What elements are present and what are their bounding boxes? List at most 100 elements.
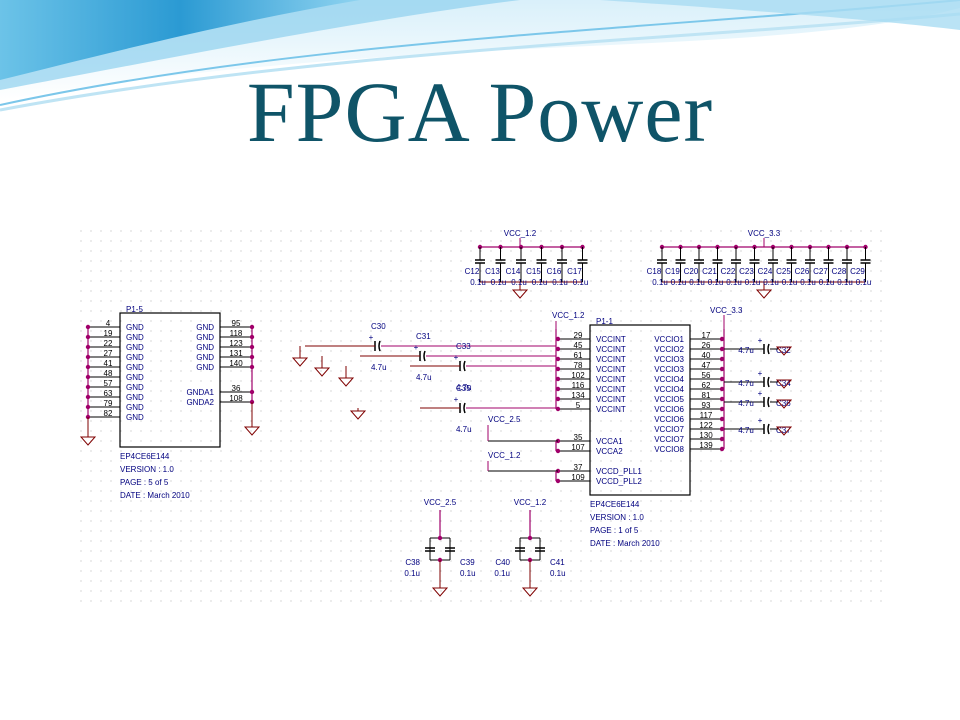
pin-number: 93 <box>702 401 711 410</box>
pin-number: 22 <box>104 339 113 348</box>
junction-dot <box>555 346 561 352</box>
pin-number: 109 <box>571 473 585 482</box>
pin-number: 130 <box>699 431 713 440</box>
cap-value: 0.1u <box>552 278 568 287</box>
cap-C33-plate <box>463 360 466 372</box>
cap-ref: C12 <box>465 267 480 276</box>
ic-body-p1-1 <box>589 324 691 496</box>
pin-number: 123 <box>229 339 243 348</box>
pin-name: VCCIO4 <box>654 385 684 394</box>
pin-name: GNDA1 <box>186 388 214 397</box>
pin-name: VCCD_PLL2 <box>596 477 642 486</box>
net-label-vcc12: VCC_1.2 <box>504 229 537 238</box>
cap-value: 0.1u <box>763 278 779 287</box>
cap-C34-plate <box>767 376 770 388</box>
cap-value: 0.1u <box>708 278 724 287</box>
cap-ref: C30 <box>371 322 386 331</box>
pin-name: VCCIO3 <box>654 365 684 374</box>
pin-number: 81 <box>702 391 711 400</box>
ground-symbol <box>79 436 97 446</box>
polarity-mark: + <box>758 416 763 425</box>
pin-name: VCCINT <box>596 405 626 414</box>
cap-value: 0.1u <box>532 278 548 287</box>
pin-name: VCCIO4 <box>654 375 684 384</box>
polarity-mark: + <box>454 395 459 404</box>
cap-ref: C32 <box>776 346 791 355</box>
cap-ref: C22 <box>721 267 736 276</box>
pin-number: 118 <box>230 329 243 338</box>
junction-dot <box>555 396 561 402</box>
cap-value: 4.7u <box>456 383 472 392</box>
pin-name: VCCIO2 <box>654 345 684 354</box>
ground-symbol <box>511 289 529 299</box>
cap-value: 0.1u <box>494 569 510 578</box>
cap-value: 0.1u <box>573 278 589 287</box>
pin-name: VCCA2 <box>596 447 623 456</box>
cap-C37-plate <box>767 423 770 435</box>
pin-number: 17 <box>702 331 711 340</box>
pin-number: 56 <box>702 371 711 380</box>
pin-number: 40 <box>702 351 711 360</box>
cap-value: 0.1u <box>550 569 566 578</box>
pin-name: GND <box>126 383 144 392</box>
pin-name: GND <box>126 363 144 372</box>
cap-ref: C16 <box>547 267 562 276</box>
pin-number: 35 <box>574 433 583 442</box>
junction-dot <box>555 478 561 484</box>
junction-dot <box>555 386 561 392</box>
pin-number: 134 <box>571 391 585 400</box>
junction-dot <box>555 356 561 362</box>
cap-value: 0.1u <box>470 278 486 287</box>
cap-value: 4.7u <box>416 373 432 382</box>
cap-ref: C21 <box>702 267 717 276</box>
cap-value: 0.1u <box>782 278 798 287</box>
pin-number: 78 <box>574 361 583 370</box>
pin-name: VCCA1 <box>596 437 623 446</box>
cap-ref: C17 <box>567 267 582 276</box>
pin-name: GND <box>126 413 144 422</box>
part-info: EP4CE6E144 <box>120 452 170 461</box>
pin-number: 57 <box>104 379 113 388</box>
polarity-mark: + <box>758 336 763 345</box>
cap-value: 0.1u <box>671 278 687 287</box>
junction-dot <box>719 386 725 392</box>
cap-ref: C15 <box>526 267 541 276</box>
pin-name: VCCIO6 <box>654 405 684 414</box>
pin-name: VCCIO7 <box>654 425 684 434</box>
net-label-vcc33: VCC_3.3 <box>748 229 781 238</box>
pin-number: 48 <box>104 369 113 378</box>
pin-name: GND <box>126 353 144 362</box>
cap-value: 4.7u <box>738 426 754 435</box>
pin-name: GND <box>126 323 144 332</box>
pin-number: 108 <box>229 394 243 403</box>
pin-name: GND <box>126 393 144 402</box>
pin-name: VCCINT <box>596 385 626 394</box>
cap-value: 0.1u <box>689 278 705 287</box>
cap-ref: C40 <box>495 558 510 567</box>
cap-value: 0.1u <box>856 278 872 287</box>
cap-ref: C37 <box>776 426 791 435</box>
polarity-mark: + <box>454 353 459 362</box>
junction-dot <box>527 535 533 541</box>
cap-ref: C35 <box>456 384 471 393</box>
cap-ref: C41 <box>550 558 565 567</box>
pin-name: GND <box>126 343 144 352</box>
junction-dot <box>719 346 725 352</box>
pin-number: 29 <box>574 331 583 340</box>
pin-number: 45 <box>574 341 583 350</box>
cap-ref: C29 <box>850 267 865 276</box>
junction-dot <box>437 535 443 541</box>
pin-name: GND <box>196 363 214 372</box>
pin-number: 61 <box>574 351 583 360</box>
net-label-vcc12-pll: VCC_1.2 <box>488 451 521 460</box>
pin-number: 63 <box>104 389 113 398</box>
cap-C35-plate <box>463 402 466 414</box>
pin-name: GND <box>126 373 144 382</box>
part-ref: P1-1 <box>596 317 613 326</box>
pin-number: 47 <box>702 361 711 370</box>
cap-value: 0.1u <box>837 278 853 287</box>
cap-value: 0.1u <box>491 278 507 287</box>
polarity-mark: + <box>758 369 763 378</box>
pin-number: 117 <box>700 411 713 420</box>
pin-number: 82 <box>104 409 113 418</box>
